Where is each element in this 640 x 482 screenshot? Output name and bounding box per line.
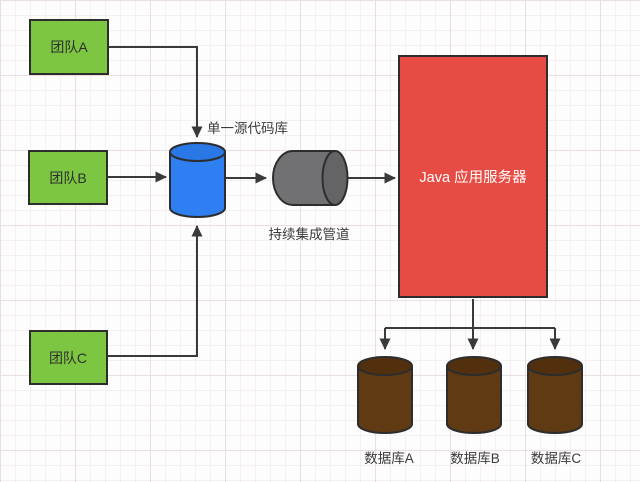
repo-label: 单一源代码库 — [207, 121, 288, 136]
database-b-body — [446, 366, 502, 434]
pipeline-cylinder-cap — [321, 150, 349, 206]
team-a-rect — [29, 19, 109, 75]
pipeline-cylinder: 持续集成管道 — [269, 150, 350, 242]
database-b-label: 数据库B — [450, 451, 500, 466]
team-a-box: 团队A — [29, 19, 109, 75]
team-b-box: 团队B — [28, 150, 108, 205]
app-server-box: Java 应用服务器 — [398, 55, 548, 298]
database-c-label: 数据库C — [531, 451, 581, 466]
database-c-top — [527, 356, 583, 376]
team-b-label: 团队B — [49, 170, 86, 186]
repo-cylinder-top — [169, 142, 226, 162]
pipeline-cylinder-body — [272, 150, 335, 206]
database-a-top — [357, 356, 413, 376]
repo-cylinder: 单一源代码库 — [169, 121, 288, 218]
app-server-label: Java 应用服务器 — [419, 168, 527, 186]
pipeline-label: 持续集成管道 — [269, 227, 350, 242]
team-c-label: 团队C — [49, 350, 87, 366]
app-server-rect — [398, 55, 548, 298]
team-b-rect — [28, 150, 108, 205]
connectors — [107, 46, 561, 357]
database-c-body — [527, 366, 583, 434]
team-a-label: 团队A — [50, 39, 88, 55]
connector-team-c-to-repo — [107, 225, 203, 357]
database-a-label: 数据库A — [364, 451, 414, 466]
database-a-cylinder: 数据库A — [357, 356, 414, 466]
database-a-body — [357, 366, 413, 434]
database-b-top — [446, 356, 502, 376]
team-c-box: 团队C — [29, 330, 108, 385]
database-c-cylinder: 数据库C — [527, 356, 583, 466]
repo-cylinder-body — [169, 152, 226, 218]
connector-team-a-to-repo — [108, 46, 203, 138]
database-b-cylinder: 数据库B — [446, 356, 502, 466]
team-c-rect — [29, 330, 108, 385]
